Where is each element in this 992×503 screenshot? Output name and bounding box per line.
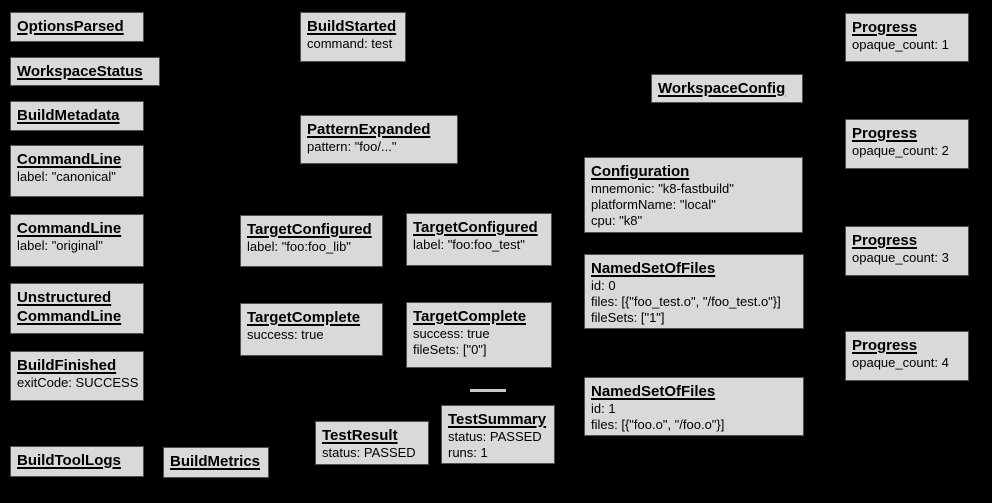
- event-title: TestResult: [322, 427, 398, 444]
- event-title: Configuration: [591, 163, 690, 180]
- event-attribute: opaque_count: 3: [852, 250, 949, 265]
- event-title: BuildMetrics: [170, 453, 261, 470]
- event-attribute: status: PASSED: [448, 429, 542, 444]
- event-box-build-tool-logs: BuildToolLogs: [10, 446, 144, 477]
- event-box-workspace-status: WorkspaceStatus: [10, 57, 160, 86]
- event-attribute: mnemonic: "k8-fastbuild": [591, 181, 734, 196]
- event-attribute: opaque_count: 4: [852, 355, 949, 370]
- event-title: Progress: [852, 232, 918, 249]
- event-attribute: fileSets: ["0"]: [413, 342, 487, 357]
- event-title: CommandLine: [17, 220, 122, 237]
- event-box-options-parsed: OptionsParsed: [10, 12, 144, 42]
- event-attribute: runs: 1: [448, 445, 488, 460]
- event-attribute: label: "foo:foo_test": [413, 237, 525, 252]
- event-attribute: label: "foo:foo_lib": [247, 239, 351, 254]
- event-title: BuildMetadata: [17, 107, 120, 124]
- event-attribute: cpu: "k8": [591, 213, 643, 228]
- event-title: TargetComplete: [247, 309, 361, 326]
- event-title: TestSummary: [448, 411, 547, 428]
- event-title: TargetComplete: [413, 308, 527, 325]
- event-attribute: success: true: [247, 327, 324, 342]
- event-title: BuildStarted: [307, 18, 397, 35]
- event-title: CommandLine: [17, 151, 122, 168]
- event-attribute: id: 1: [591, 401, 616, 416]
- event-attribute: label: "original": [17, 238, 103, 253]
- event-title: BuildToolLogs: [17, 452, 121, 469]
- event-attribute: files: [{"foo_test.o", "/foo_test.o"}]: [591, 294, 781, 309]
- event-attribute: command: test: [307, 36, 393, 51]
- event-attribute: fileSets: ["1"]: [591, 310, 665, 325]
- event-attribute: opaque_count: 1: [852, 37, 949, 52]
- event-attribute: platformName: "local": [591, 197, 716, 212]
- event-title: NamedSetOfFiles: [591, 260, 716, 277]
- event-attribute: files: [{"foo.o", "/foo.o"}]: [591, 417, 725, 432]
- event-attribute: label: "canonical": [17, 169, 116, 184]
- event-title: OptionsParsed: [17, 18, 124, 35]
- event-attribute: id: 0: [591, 278, 616, 293]
- event-attribute: success: true: [413, 326, 490, 341]
- event-title: Progress: [852, 19, 918, 36]
- event-attribute: opaque_count: 2: [852, 143, 949, 158]
- event-box-workspace-config: WorkspaceConfig: [651, 74, 803, 103]
- event-box-unstructured-command-line: Unstructured CommandLine: [10, 283, 144, 334]
- event-title: Unstructured CommandLine: [17, 289, 122, 325]
- event-attribute: pattern: "foo/...": [307, 139, 397, 154]
- event-box-build-metadata: BuildMetadata: [10, 101, 144, 131]
- event-title: WorkspaceConfig: [658, 80, 786, 97]
- edge-stub-icon: [470, 389, 506, 392]
- event-title: TargetConfigured: [413, 219, 538, 236]
- event-title: NamedSetOfFiles: [591, 383, 716, 400]
- event-title: Progress: [852, 337, 918, 354]
- event-title: PatternExpanded: [307, 121, 431, 138]
- event-title: TargetConfigured: [247, 221, 372, 238]
- event-attribute: status: PASSED: [322, 445, 416, 460]
- event-title: WorkspaceStatus: [17, 63, 143, 80]
- event-title: Progress: [852, 125, 918, 142]
- event-attribute: exitCode: SUCCESS: [17, 375, 139, 390]
- event-box-build-metrics: BuildMetrics: [163, 447, 269, 478]
- event-title: BuildFinished: [17, 357, 117, 374]
